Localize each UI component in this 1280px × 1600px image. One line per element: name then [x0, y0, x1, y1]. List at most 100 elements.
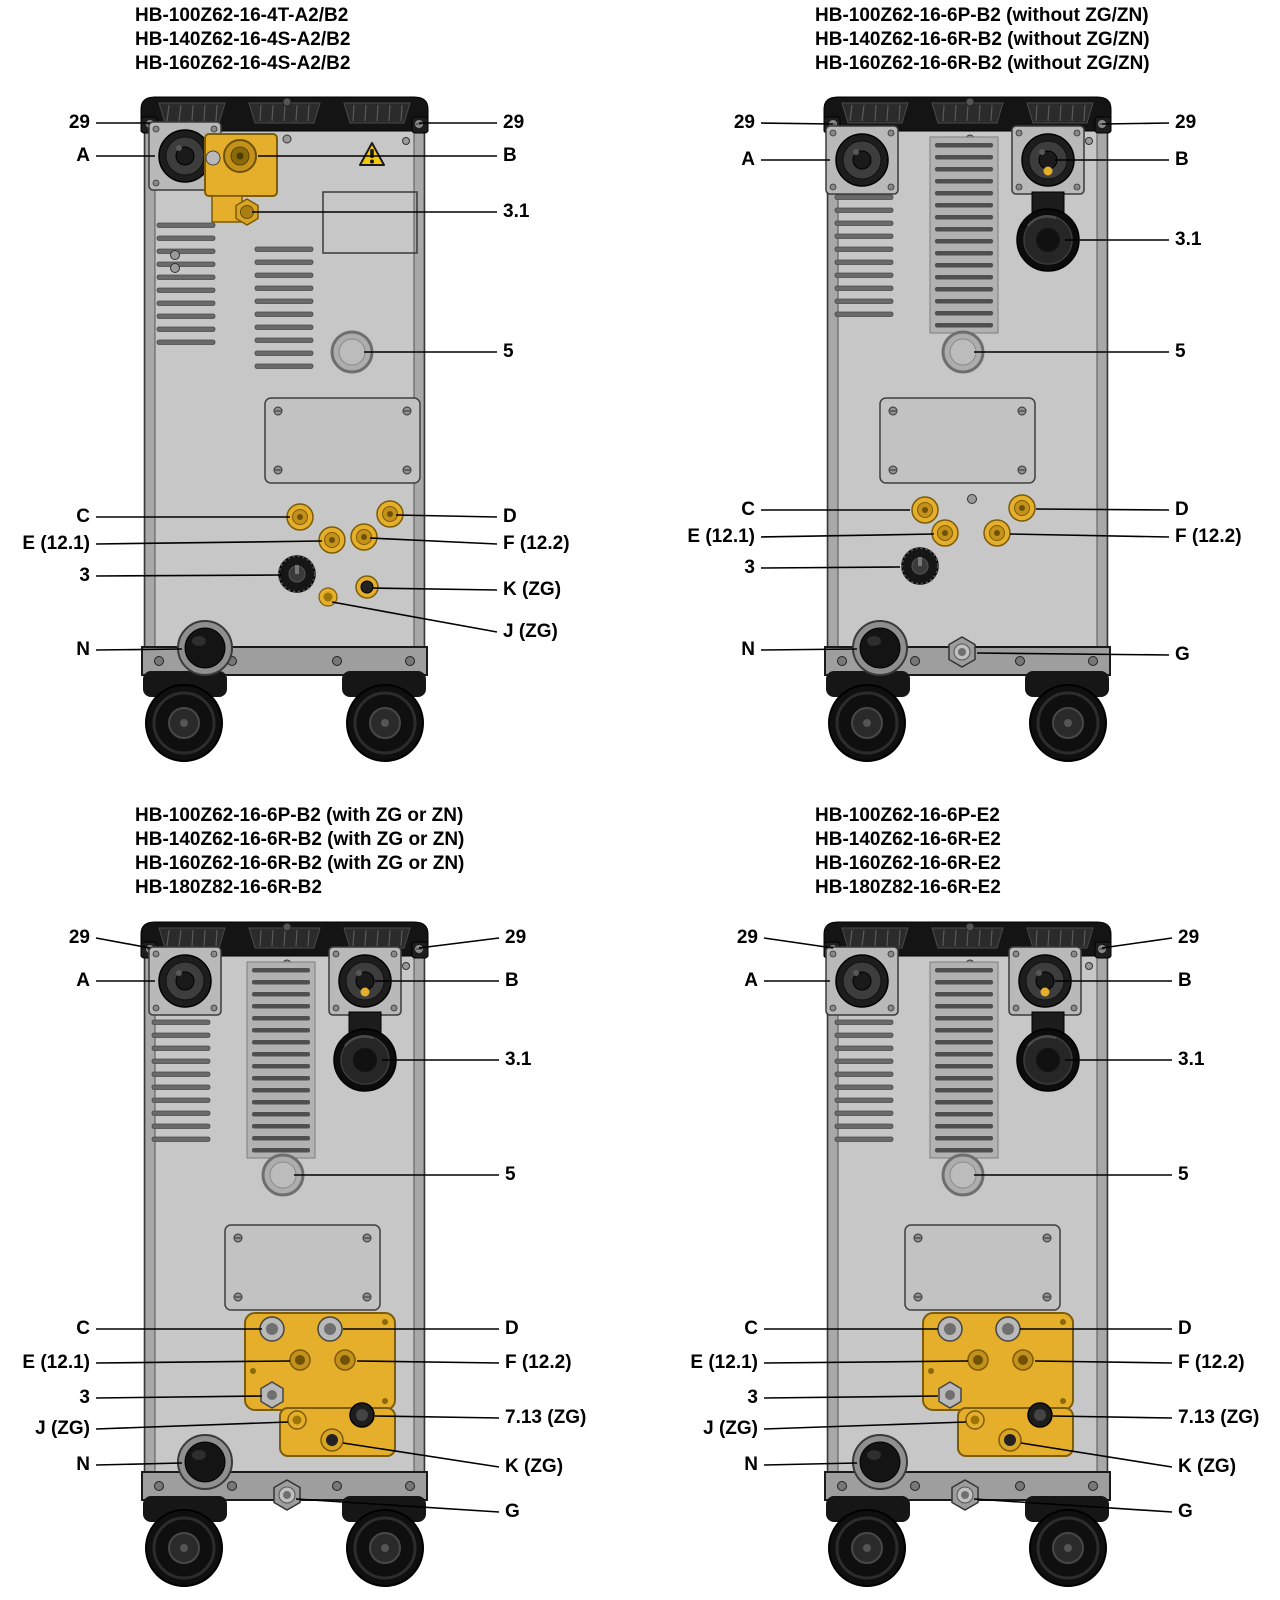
callout-label-g: G	[1175, 644, 1190, 665]
connector-c	[911, 496, 939, 524]
model-number: HB-100Z62-16-6P-B2 (with ZG or ZN)	[135, 805, 464, 826]
model-number: HB-180Z82-16-6R-E2	[815, 877, 1001, 898]
callout-label-g: G	[505, 1501, 520, 1522]
callout-label-c: C	[76, 1318, 90, 1339]
connector-d	[1008, 494, 1036, 522]
callout-label-5: 5	[1178, 1164, 1189, 1185]
model-number: HB-160Z62-16-6R-B2 (without ZG/ZN)	[815, 53, 1150, 74]
connector-b	[1008, 946, 1082, 1016]
callout-label-29: 29	[503, 112, 525, 133]
model-number: HB-180Z82-16-6R-B2	[135, 877, 322, 898]
model-number: HB-160Z62-16-6R-B2 (with ZG or ZN)	[135, 853, 465, 874]
callout-label-3: 3	[79, 1387, 90, 1408]
callout-label-a: A	[741, 149, 755, 170]
access-panel	[879, 397, 1036, 484]
callout-label-f-12.2: F (12.2)	[503, 533, 570, 554]
callout-label-29: 29	[1178, 927, 1200, 948]
callout-label-29: 29	[505, 927, 527, 948]
callout-label-n: N	[744, 1454, 758, 1475]
opening-5	[941, 330, 985, 374]
callout-label-c: C	[744, 1318, 758, 1339]
access-panel	[224, 1224, 381, 1311]
callout-label-k-zg: K (ZG)	[503, 579, 562, 600]
callout-label-d: D	[1175, 499, 1189, 520]
model-number: HB-100Z62-16-6P-B2 (without ZG/ZN)	[815, 5, 1149, 26]
connector-d	[376, 500, 404, 528]
machine-rear-view	[823, 921, 1112, 1588]
callout-label-29: 29	[736, 927, 758, 948]
callout-label-3: 3	[79, 565, 90, 586]
fitting-g	[948, 636, 976, 668]
model-number: HB-100Z62-16-6P-E2	[815, 805, 1000, 826]
connector-a	[825, 946, 899, 1016]
connector-b	[1011, 125, 1085, 195]
zg-connector-plate	[244, 1312, 396, 1411]
callout-label-f-12.2: F (12.2)	[1175, 526, 1242, 547]
callout-label-3: 3	[747, 1387, 758, 1408]
callout-label-29: 29	[1175, 112, 1197, 133]
connector-b	[328, 946, 402, 1016]
callout-label-b: B	[503, 145, 517, 166]
callout-label-f-12.2: F (12.2)	[505, 1352, 572, 1373]
zg-connector-plate-2	[279, 1402, 396, 1457]
panel-bottom-right: HB-100Z62-16-6P-E2 HB-140Z62-16-6R-E2 HB…	[640, 800, 1280, 1600]
callout-label-5: 5	[503, 341, 514, 362]
zg-connector-plate	[922, 1312, 1074, 1411]
connector-b-key	[1043, 166, 1053, 176]
callout-label-d: D	[505, 1318, 519, 1339]
callout-label-29: 29	[68, 927, 90, 948]
connector-k-zg	[355, 575, 379, 599]
callout-label-a: A	[76, 145, 90, 166]
callout-label-7.13-zg: 7.13 (ZG)	[505, 1407, 587, 1428]
model-number: HB-140Z62-16-6R-E2	[815, 829, 1001, 850]
callout-label-b: B	[505, 970, 519, 991]
callout-label-j-zg: J (ZG)	[703, 1418, 758, 1439]
callout-label-c: C	[741, 499, 755, 520]
connector-c	[286, 503, 314, 531]
panel-top-right: HB-100Z62-16-6P-B2 (without ZG/ZN) HB-14…	[640, 0, 1280, 800]
callout-label-n: N	[741, 639, 755, 660]
model-number: HB-160Z62-16-6R-E2	[815, 853, 1001, 874]
callout-label-b: B	[1178, 970, 1192, 991]
callout-label-29: 29	[733, 112, 755, 133]
connector-n	[177, 620, 233, 676]
screw	[170, 263, 180, 273]
machine-rear-view	[823, 96, 1112, 763]
model-number: HB-140Z62-16-4S-A2/B2	[135, 29, 351, 50]
callout-label-g: G	[1178, 1501, 1193, 1522]
opening-5	[330, 330, 374, 374]
panel-title: HB-100Z62-16-6P-B2 (with ZG or ZN) HB-14…	[135, 804, 464, 900]
connector-3	[278, 555, 316, 593]
callout-label-e-12.1: E (12.1)	[690, 1352, 758, 1373]
callout-label-k-zg: K (ZG)	[505, 1456, 564, 1477]
connector-f-12-2	[983, 519, 1011, 547]
callout-label-e-12.1: E (12.1)	[22, 533, 90, 554]
panel-title: HB-100Z62-16-6P-B2 (without ZG/ZN) HB-14…	[815, 4, 1150, 76]
callout-label-5: 5	[505, 1164, 516, 1185]
callout-label-3.1: 3.1	[505, 1049, 532, 1070]
connector-j-zg	[318, 587, 338, 607]
access-panel	[904, 1224, 1061, 1311]
connector-n	[177, 1434, 233, 1490]
vent-grille	[929, 136, 999, 334]
callout-label-n: N	[76, 639, 90, 660]
connector-b-key	[360, 987, 370, 997]
panel-bottom-left: HB-100Z62-16-6P-B2 (with ZG or ZN) HB-14…	[0, 800, 640, 1600]
callout-label-3: 3	[744, 557, 755, 578]
callout-label-c: C	[76, 506, 90, 527]
connector-n	[852, 1434, 908, 1490]
connector-n	[852, 620, 908, 676]
machine-rear-view	[140, 96, 429, 763]
connector-e-12-1	[318, 526, 346, 554]
callout-label-e-12.1: E (12.1)	[687, 526, 755, 547]
machine-rear-view	[140, 921, 429, 1588]
callout-label-a: A	[744, 970, 758, 991]
access-panel	[264, 397, 421, 484]
callout-label-j-zg: J (ZG)	[35, 1418, 90, 1439]
callout-label-a: A	[76, 970, 90, 991]
model-number: HB-100Z62-16-4T-A2/B2	[135, 5, 349, 26]
panel-top-left: HB-100Z62-16-4T-A2/B2 HB-140Z62-16-4S-A2…	[0, 0, 640, 800]
connector-b-key	[1040, 987, 1050, 997]
opening-5	[941, 1153, 985, 1197]
screw	[170, 250, 180, 260]
